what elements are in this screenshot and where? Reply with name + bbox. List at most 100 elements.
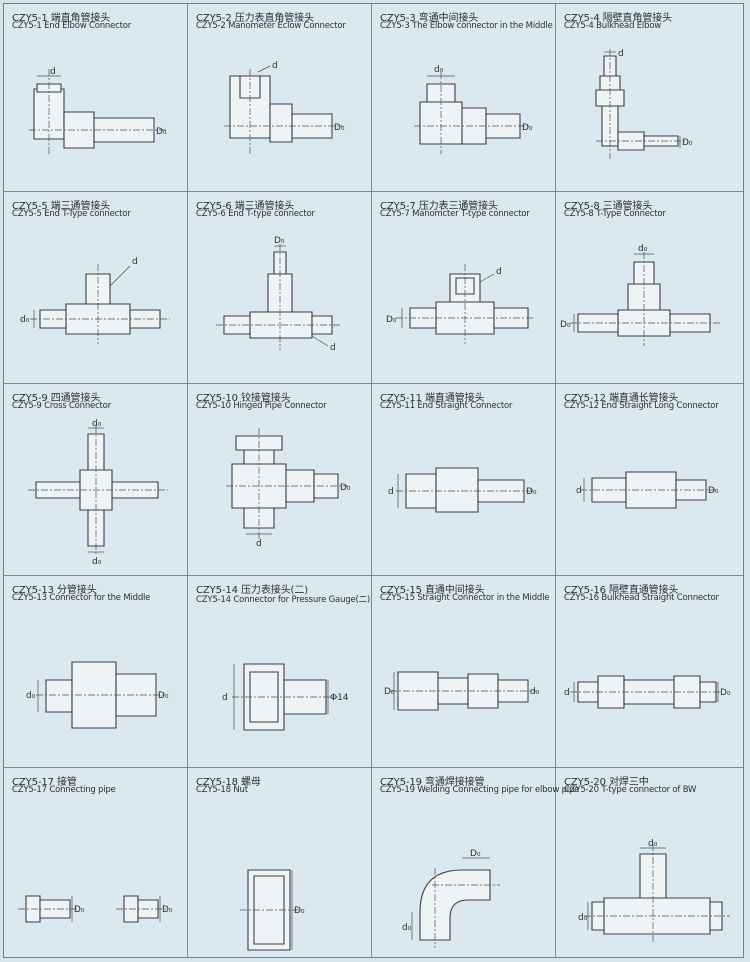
catalog-sheet: CZY5-1 端直角管接头 CZY5-1 End Elbow Connector…: [3, 3, 744, 958]
catalog-cell-15: CZY5-15 直通中间接头 CZY5-15 Straight Connecto…: [372, 576, 556, 768]
dimension-label: d₀: [26, 691, 36, 701]
item-en-title: CZY5-3 The Elbow connector in the Middle: [380, 21, 553, 31]
end-tee-drawing: d d₀: [20, 257, 188, 377]
dimension-label: d: [256, 539, 262, 549]
item-cn-title: CZY5-16 隔壁直通管接头: [564, 585, 679, 596]
dimension-label: d: [618, 49, 624, 59]
item-cn-title: CZY5-13 分管接头: [12, 585, 97, 596]
manometer-elbow-drawing: d D₀: [188, 61, 345, 189]
dimension-label: D₀: [274, 236, 285, 246]
catalog-cell-8: CZY5-8 三通管接头 CZY5-8 T-Type Connector d₀ …: [556, 192, 743, 384]
dimension-label: d₀: [578, 913, 588, 923]
tee-connector-drawing: d₀ D₀: [560, 244, 743, 377]
dimension-label: Φ14: [330, 693, 349, 703]
item-en-title: CZY5-2 Manometer Eclow Connector: [196, 21, 346, 31]
bulkhead-elbow-drawing: d D₀: [556, 49, 693, 189]
dimension-label: D₀: [526, 487, 537, 497]
item-cn-title: CZY5-15 直通中间接头: [380, 585, 485, 596]
item-cn-title: CZY5-19 弯通焊接接管: [380, 777, 485, 788]
dimension-label: D₀: [708, 486, 719, 496]
catalog-cell-3: CZY5-3 弯通中间接头 CZY5-3 The Elbow connector…: [372, 4, 556, 192]
item-en-title: CZY5-10 Hinged Pipe Connector: [196, 401, 327, 411]
item-en-title: CZY5-17 Connecting pipe: [12, 785, 116, 795]
item-cn-title: CZY5-9 四通管接头: [12, 393, 101, 404]
catalog-cell-6: CZY5-6 端三通管接头 CZY5-6 End T-type connecto…: [188, 192, 372, 384]
item-en-title: CZY5-18 Nut: [196, 785, 248, 795]
hinged-connector-drawing: d D₀: [188, 424, 351, 549]
item-en-title: CZY5-5 End T-Type connector: [12, 209, 131, 219]
dimension-label: D₀: [334, 123, 345, 133]
item-cn-title: CZY5-14 压力表接头(二): [196, 585, 309, 596]
dimension-label: D₀: [682, 138, 693, 148]
catalog-cell-14: CZY5-14 压力表接头(二) CZY5-14 Connector for P…: [188, 576, 372, 768]
dimension-label: d: [222, 693, 228, 703]
dimension-label: d₀: [92, 419, 102, 429]
dimension-label: d₀: [530, 687, 540, 697]
elbow-connector-drawing: d D₀: [4, 67, 167, 189]
item-cn-title: CZY5-20 对焊三中: [564, 777, 649, 788]
dimension-label: d: [388, 487, 394, 497]
middle-connector-drawing: d₀ D₀: [26, 616, 169, 761]
connecting-pipe-drawing: D₀ D₀: [4, 808, 173, 953]
pressure-gauge-connector-drawing: d Φ14: [222, 616, 349, 761]
item-en-title: CZY5-19 Welding Connecting pipe for elbo…: [380, 785, 580, 795]
item-en-title: CZY5-12 End Straight Long Connector: [564, 401, 719, 411]
dimension-label: D₀: [386, 315, 397, 325]
dimension-label: D₀: [560, 320, 571, 330]
dimension-label: d₀: [648, 839, 658, 849]
item-cn-title: CZY5-1 端直角管接头: [12, 13, 111, 24]
item-cn-title: CZY5-5 端三通管接头: [12, 201, 111, 212]
item-cn-title: CZY5-12 端直通长管接头: [564, 393, 679, 404]
catalog-cell-10: CZY5-10 铰接管接头 CZY5-10 Hinged Pipe Connec…: [188, 384, 372, 576]
connector-grid: CZY5-1 端直角管接头 CZY5-1 End Elbow Connector…: [4, 4, 743, 957]
item-cn-title: CZY5-7 压力表三通管接头: [380, 201, 498, 212]
dimension-label: D₀: [340, 483, 351, 493]
item-en-title: CZY5-11 End Straight Connector: [380, 401, 513, 411]
item-cn-title: CZY5-6 端三通管接头: [196, 201, 295, 212]
dimension-label: D₀: [162, 905, 173, 915]
welding-elbow-drawing: D₀ d₀: [402, 849, 556, 953]
catalog-cell-16: CZY5-16 隔壁直通管接头 CZY5-16 Bulkhead Straigh…: [556, 576, 743, 768]
catalog-cell-9: CZY5-9 四通管接头 CZY5-9 Cross Connector d₀ d…: [4, 384, 188, 576]
item-en-title: CZY5-16 Bulkhead Straight Connector: [564, 593, 719, 603]
dimension-label: D₀: [720, 688, 731, 698]
dimension-label: D₀: [156, 127, 167, 137]
item-cn-title: CZY5-11 端直通管接头: [380, 393, 485, 404]
item-cn-title: CZY5-4 隔壁直角管接头: [564, 13, 673, 24]
dimension-label: D₀: [470, 849, 481, 859]
item-en-title: CZY5-6 End T-type connector: [196, 209, 315, 219]
dimension-label: d: [564, 688, 570, 698]
dimension-label: d: [272, 61, 278, 71]
item-en-title: CZY5-8 T-Type Connector: [564, 209, 666, 219]
end-straight-drawing: d D₀: [388, 424, 537, 569]
item-en-title: CZY5-4 Bulkhead Elbow: [564, 21, 662, 31]
dimension-label: d: [496, 267, 502, 277]
manometer-tee-drawing: d D₀: [386, 232, 556, 377]
dimension-label: d₀: [434, 65, 444, 75]
catalog-cell-13: CZY5-13 分管接头 CZY5-13 Connector for the M…: [4, 576, 188, 768]
catalog-cell-17: CZY5-17 接管 CZY5-17 Connecting pipe D₀ D₀: [4, 768, 188, 957]
dimension-label: d₀: [92, 557, 102, 567]
cross-connector-drawing: d₀ d₀: [4, 419, 188, 567]
end-tee-drawing: D₀ d: [188, 236, 372, 353]
bw-tee-drawing: d₀ d₀: [578, 839, 743, 953]
catalog-cell-2: CZY5-2 压力表直角管接头 CZY5-2 Manometer Eclow C…: [188, 4, 372, 192]
item-cn-title: CZY5-3 弯通中间接头: [380, 13, 479, 24]
dimension-label: D₀: [522, 123, 533, 133]
catalog-cell-5: CZY5-5 端三通管接头 CZY5-5 End T-Type connecto…: [4, 192, 188, 384]
dimension-label: d: [330, 343, 336, 353]
item-en-title: CZY5-7 Manomcter T-type connector: [380, 209, 530, 219]
dimension-label: d₀: [20, 315, 30, 325]
bulkhead-straight-drawing: d D₀: [564, 616, 731, 761]
dimension-label: d₀: [638, 244, 648, 254]
end-straight-long-drawing: d D₀: [576, 424, 719, 569]
item-en-title: CZY5-15 Straight Connector in the Middle: [380, 593, 550, 603]
catalog-cell-1: CZY5-1 端直角管接头 CZY5-1 End Elbow Connector…: [4, 4, 188, 192]
catalog-cell-11: CZY5-11 端直通管接头 CZY5-11 End Straight Conn…: [372, 384, 556, 576]
item-en-title: CZY5-1 End Elbow Connector: [12, 21, 132, 31]
catalog-cell-12: CZY5-12 端直通长管接头 CZY5-12 End Straight Lon…: [556, 384, 743, 576]
dimension-label: D₀: [74, 905, 85, 915]
nut-drawing: D₀: [188, 808, 305, 953]
catalog-cell-20: CZY5-20 对焊三中 CZY5-20 T-type connector of…: [556, 768, 743, 957]
dimension-label: d: [50, 67, 56, 77]
